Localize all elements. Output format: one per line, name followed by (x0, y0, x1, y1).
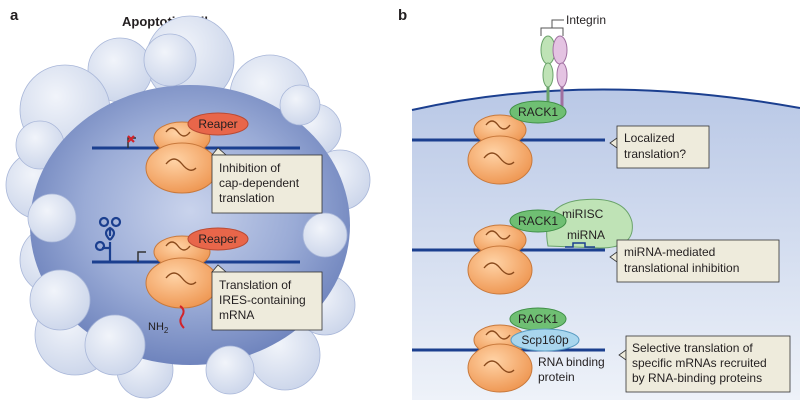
callout-line: mRNA (219, 308, 254, 322)
callout-line: miRNA-mediated (624, 245, 715, 259)
callout-cap-dependent: Inhibition of cap-dependent translation (211, 147, 323, 214)
mirisc-label: miRISC (562, 207, 604, 221)
bleb (27, 193, 77, 243)
ires-structure-icon (94, 216, 122, 262)
callout-line: specific mRNAs recruited (632, 356, 767, 370)
callout-line: Localized (624, 131, 675, 145)
start-arrow-icon (137, 251, 146, 262)
integrin-alpha-leg (542, 62, 554, 88)
bleb (84, 314, 146, 376)
large-ribosome-subunit (145, 142, 219, 194)
callout-line: Inhibition of (219, 161, 281, 175)
bleb (143, 33, 197, 87)
callout-line: translation? (624, 147, 686, 161)
callout-line: cap-dependent (219, 176, 300, 190)
callout-box (616, 239, 780, 283)
bleb (279, 84, 321, 126)
callout-box (211, 271, 323, 331)
nh2-label: NH2 (148, 321, 169, 335)
callout-box (616, 125, 710, 169)
rack1-protein (509, 100, 567, 124)
front-blebs (27, 33, 348, 395)
reaper-label: Reaper (198, 232, 237, 246)
integrin-beta-leg (556, 62, 568, 88)
integrin-leader (551, 19, 564, 28)
callout-line: Translation of (219, 278, 292, 292)
rack1-label: RACK1 (518, 214, 558, 228)
blocked-cap-icon (127, 135, 135, 143)
bleb (29, 269, 91, 331)
mirna-label: miRNA (567, 228, 605, 242)
callout-line: by RNA-binding proteins (632, 371, 762, 385)
rrna-squiggle (165, 127, 197, 171)
rack1-label: RACK1 (518, 312, 558, 326)
callout-mirna-inhibition: miRNA-mediated translational inhibition (609, 239, 780, 283)
callout-line: IRES-containing (219, 293, 306, 307)
rrna-squiggle (483, 330, 515, 373)
callout-line: translational inhibition (624, 261, 739, 275)
panel-b: b Integrin RACK1 Localized translation? (398, 7, 800, 400)
rna-binding-protein-label: RNA binding (538, 355, 605, 369)
rrna-squiggle (483, 230, 515, 275)
large-ribosome-subunit (145, 257, 219, 309)
bleb (205, 345, 255, 395)
callout-box (625, 335, 791, 393)
reaper-label: Reaper (198, 117, 237, 131)
integrin-beta-head (552, 35, 568, 65)
panel-a-letter: a (10, 7, 19, 24)
plasma-membrane (411, 88, 800, 111)
callout-ires-translation: Translation of IRES-containing mRNA (211, 264, 323, 331)
callout-localized: Localized translation? (609, 125, 710, 169)
panel-b-letter: b (398, 7, 407, 24)
large-ribosome-subunit (467, 135, 533, 185)
callout-selective-translation: Selective translation of specific mRNAs … (618, 335, 791, 393)
callout-box (211, 154, 323, 214)
reaper-protein (187, 112, 249, 136)
rack1-label: RACK1 (518, 105, 558, 119)
callout-line: Selective translation of (632, 341, 753, 355)
rrna-squiggle (483, 120, 515, 165)
rna-binding-protein-label: protein (538, 370, 575, 384)
rrna-squiggle (165, 241, 197, 285)
panel-a: a Apoptotic cell (5, 7, 371, 399)
bleb (302, 212, 348, 258)
nascent-peptide (179, 305, 185, 329)
large-ribosome-subunit (467, 343, 533, 393)
integrin-label: Integrin (566, 13, 606, 27)
large-ribosome-subunit (467, 245, 533, 295)
callout-line: translation (219, 191, 274, 205)
scp160p-label: Scp160p (521, 333, 569, 347)
rack1-protein (509, 209, 567, 233)
mirna-strand (565, 242, 595, 248)
reaper-protein (187, 227, 249, 251)
scp160p-protein (510, 328, 580, 352)
integrin-bracket (540, 27, 564, 36)
